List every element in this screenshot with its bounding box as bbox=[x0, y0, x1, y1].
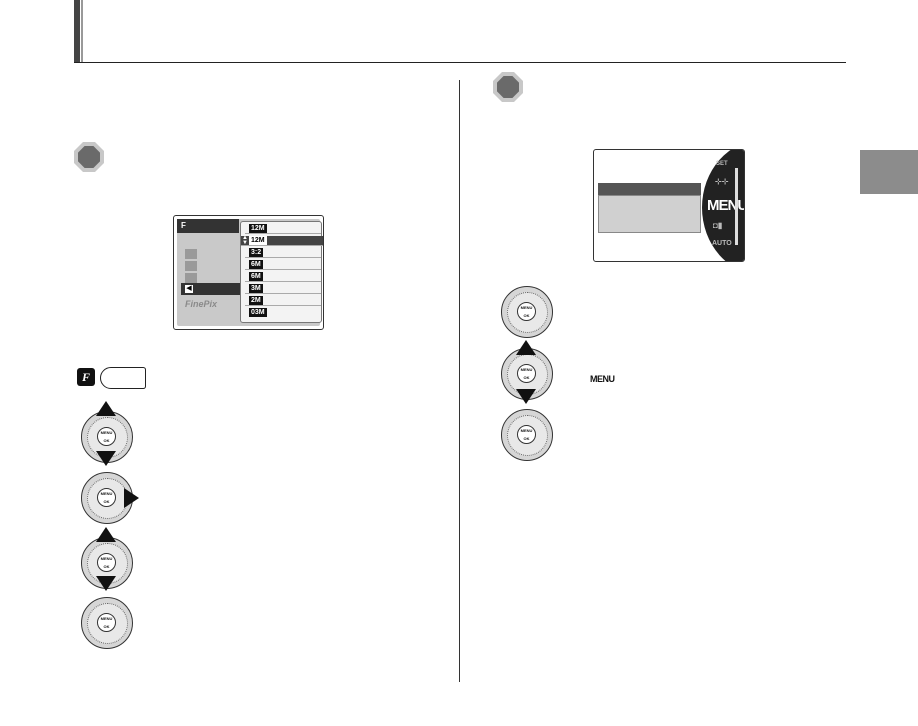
quality-icon bbox=[185, 249, 197, 259]
f-button-outline bbox=[100, 367, 146, 389]
menu-selected-row: ◀ bbox=[181, 283, 241, 295]
lcd-screen-mode-dial: SET ⊹⊹ MENU ◘▮ AUTO bbox=[593, 149, 745, 262]
menu-ok-button[interactable]: MENU OK bbox=[97, 488, 116, 507]
dial-scroll-rail bbox=[735, 168, 738, 245]
controller-dial-updown-right[interactable]: MENU OK bbox=[501, 348, 553, 400]
menu-ok-button[interactable]: MENU OK bbox=[517, 302, 536, 321]
menu-ok-button[interactable]: MENU OK bbox=[517, 364, 536, 383]
up-arrow-icon bbox=[516, 340, 536, 355]
option-item[interactable]: 03M bbox=[249, 308, 267, 317]
dial-label-menu: MENU bbox=[707, 197, 745, 214]
lcd-screen-quality-menu: F ◀ FinePix 12M ▲▼12M 3:2 6M 6M 3M 2M 03… bbox=[173, 215, 324, 330]
f-mode-label: F bbox=[181, 221, 186, 230]
down-arrow-icon bbox=[96, 576, 116, 591]
menu-ok-button[interactable]: MENU OK bbox=[97, 553, 116, 572]
up-arrow-icon bbox=[96, 527, 116, 542]
title-accent-bar bbox=[74, 0, 80, 62]
lcd-title-bar bbox=[598, 183, 701, 195]
right-arrow-icon bbox=[124, 488, 139, 508]
title-accent-line bbox=[81, 0, 83, 62]
down-arrow-icon bbox=[96, 451, 116, 466]
selected-arrow-icon: ◀ bbox=[185, 285, 193, 293]
controller-dial-ok-right[interactable]: MENU OK bbox=[501, 286, 553, 338]
option-item[interactable]: 6M bbox=[245, 272, 321, 282]
controller-dial-right[interactable]: MENU OK bbox=[81, 472, 133, 524]
section-marker-left-icon bbox=[74, 142, 104, 172]
up-down-arrows-icon: ▲▼ bbox=[242, 235, 248, 246]
controller-dial-ok-right-2[interactable]: MENU OK bbox=[501, 409, 553, 461]
dial-label-auto: AUTO bbox=[712, 240, 732, 247]
chapter-side-tab bbox=[860, 150, 918, 194]
menu-ok-button[interactable]: MENU OK bbox=[97, 427, 116, 446]
option-item[interactable]: 6M bbox=[245, 260, 321, 270]
quality-options-list: 12M ▲▼12M 3:2 6M 6M 3M 2M 03M bbox=[240, 221, 323, 323]
scene-icon: ⊹⊹ bbox=[715, 177, 729, 186]
option-item[interactable]: 3:2 bbox=[245, 248, 321, 258]
up-arrow-icon bbox=[96, 401, 116, 416]
option-item-selected[interactable]: ▲▼12M bbox=[241, 235, 323, 246]
lcd-message-box bbox=[598, 195, 701, 233]
option-item[interactable]: 3M bbox=[245, 284, 321, 294]
camera-icon: ◘▮ bbox=[713, 221, 723, 230]
color-icon bbox=[185, 273, 197, 283]
lcd-screen-body: F ◀ FinePix 12M ▲▼12M 3:2 6M 6M 3M 2M 03… bbox=[177, 219, 323, 326]
lcd-menu-header: F bbox=[177, 219, 239, 233]
menu-label: MENU bbox=[590, 374, 615, 384]
f-button-icon: F bbox=[77, 368, 95, 386]
finepix-logo: FinePix bbox=[185, 299, 218, 309]
menu-ok-button[interactable]: MENU OK bbox=[517, 425, 536, 444]
dial-label-set: SET bbox=[716, 161, 728, 167]
column-divider bbox=[459, 80, 460, 682]
controller-dial-ok[interactable]: MENU OK bbox=[81, 597, 133, 649]
iso-icon bbox=[185, 261, 197, 271]
page-title-bar bbox=[74, 0, 846, 63]
option-item[interactable]: 12M bbox=[245, 224, 321, 234]
section-marker-right-icon bbox=[493, 72, 523, 102]
option-item[interactable]: 2M bbox=[245, 296, 321, 306]
menu-ok-button[interactable]: MENU OK bbox=[97, 613, 116, 632]
down-arrow-icon bbox=[516, 389, 536, 404]
